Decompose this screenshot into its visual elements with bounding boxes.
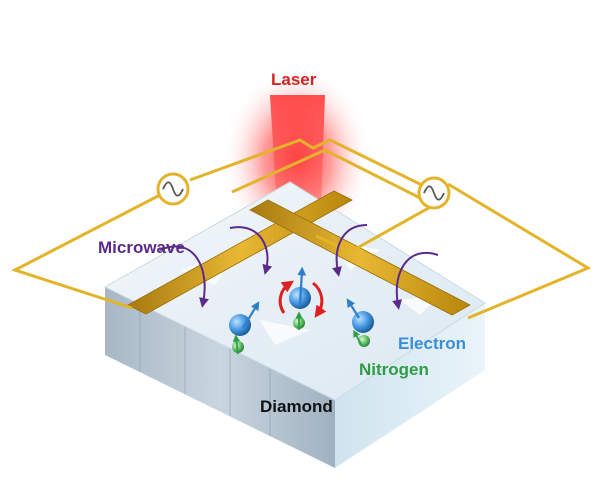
nitrogen-label: Nitrogen	[359, 360, 429, 379]
nitrogen-spin-icon	[232, 334, 244, 355]
ac-source-icon	[156, 172, 190, 206]
microwave-strips	[127, 190, 471, 316]
nitrogen-spin-icon	[353, 329, 370, 347]
laser-label: Laser	[271, 70, 317, 89]
electron-spin-icon	[346, 298, 374, 333]
electron-label: Electron	[398, 334, 466, 353]
electron-spin-icon	[289, 266, 311, 309]
curved-arrow-icon	[159, 224, 439, 310]
nitrogen-spin-icon	[293, 311, 305, 330]
electron-spin-icon	[229, 301, 260, 336]
microwave-label: Microwave	[98, 238, 185, 257]
rotation-arrows-icon	[278, 280, 327, 318]
ac-source-icon	[417, 176, 451, 210]
diamond-label: Diamond	[260, 397, 333, 416]
